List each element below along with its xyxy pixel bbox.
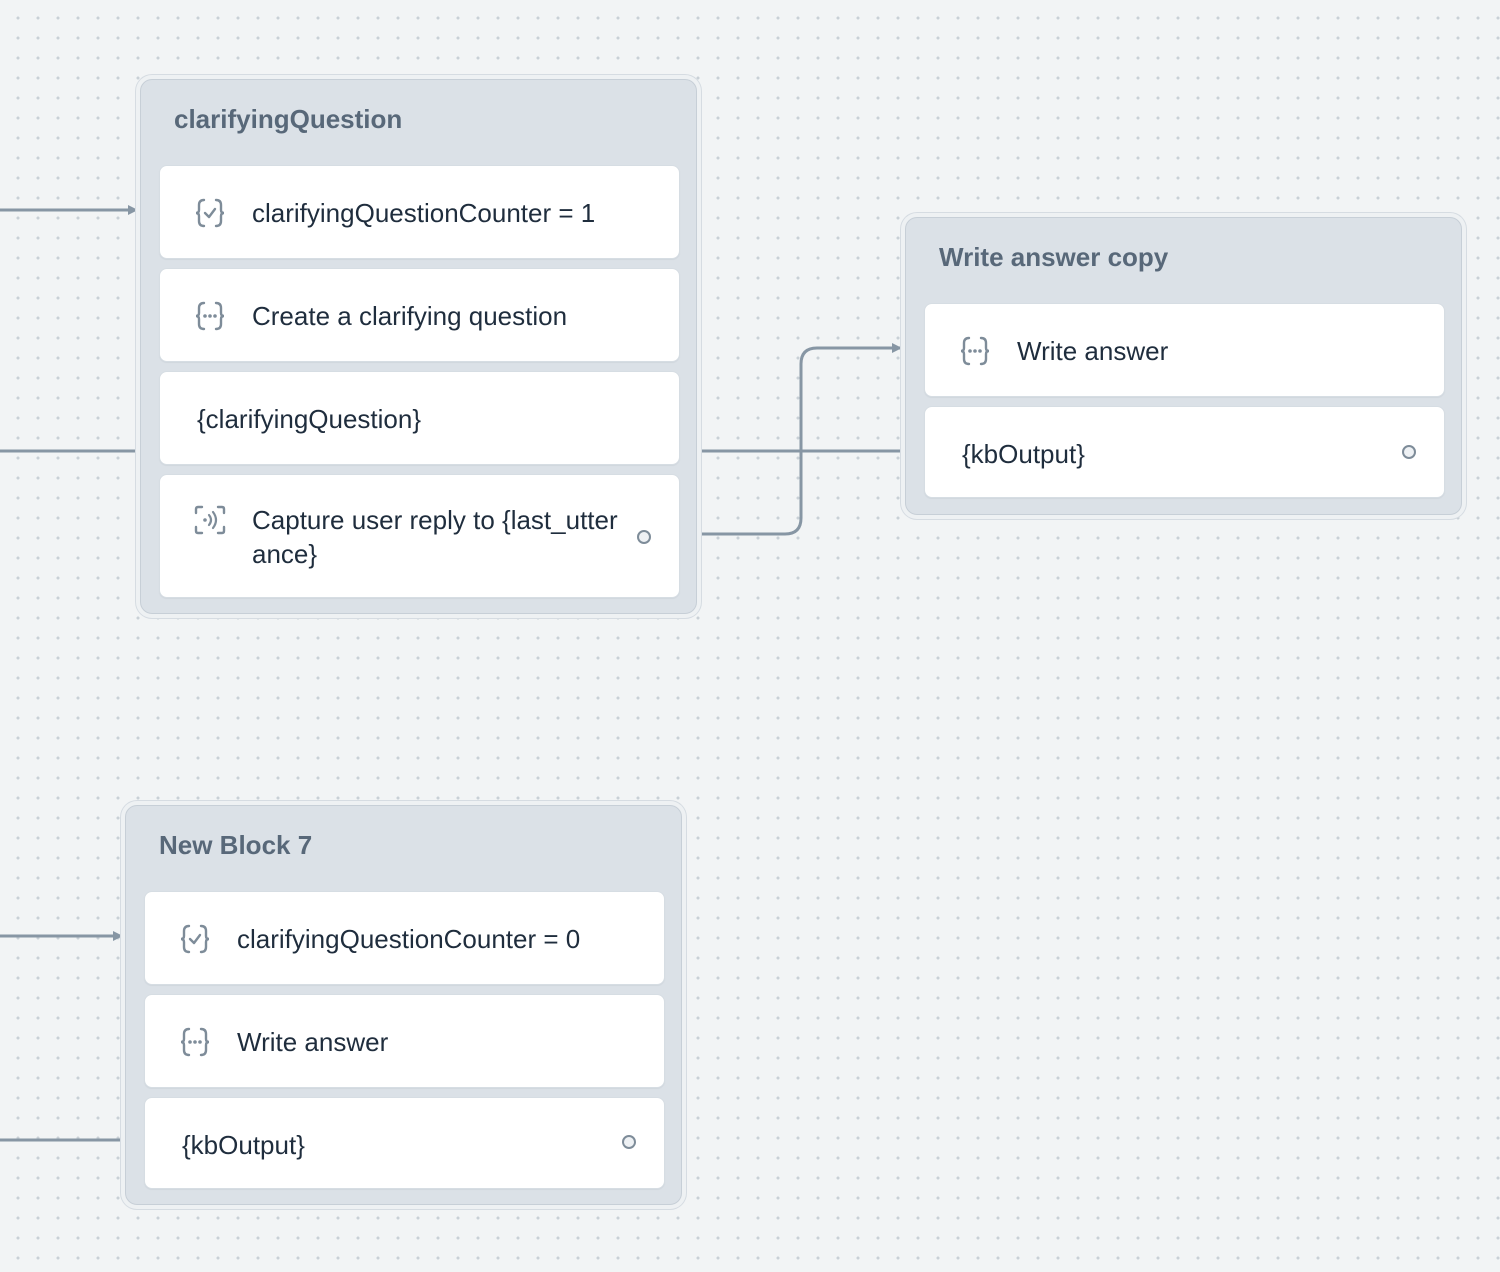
block-title[interactable]: Write answer copy xyxy=(939,242,1169,272)
text-response-step[interactable]: {clarifyingQuestion} xyxy=(159,371,680,465)
step-label: Write answer xyxy=(1017,336,1169,366)
step-label: {kbOutput} xyxy=(182,1130,305,1160)
output-port[interactable] xyxy=(622,1135,636,1149)
step-label: {clarifyingQuestion} xyxy=(197,404,422,434)
step-label: {kbOutput} xyxy=(962,439,1085,469)
step-label: Create a clarifying question xyxy=(252,301,568,331)
ai-set-step[interactable]: Write answer xyxy=(924,303,1445,397)
set-variable-icon xyxy=(180,924,210,954)
block-title[interactable]: clarifyingQuestion xyxy=(174,104,403,134)
block-write-answer-copy[interactable]: Write answer copy Write answer {kbOutput… xyxy=(905,217,1462,515)
block-new-block-7[interactable]: New Block 7 clarifyingQuestionCounter = … xyxy=(125,805,682,1205)
output-port[interactable] xyxy=(1402,445,1416,459)
text-response-step[interactable]: {kbOutput} xyxy=(924,406,1445,498)
set-counter-step[interactable]: clarifyingQuestionCounter = 1 xyxy=(159,165,680,259)
set-variable-icon xyxy=(195,198,225,228)
step-label: Capture user reply to {last_utterance} xyxy=(252,505,618,569)
text-response-step[interactable]: {kbOutput} xyxy=(144,1097,665,1189)
set-counter-step[interactable]: clarifyingQuestionCounter = 0 xyxy=(144,891,665,985)
ai-set-icon xyxy=(180,1027,210,1057)
block-clarifying-question[interactable]: clarifyingQuestion clarifyingQuestionCou… xyxy=(140,79,697,614)
ai-set-step[interactable]: Create a clarifying question xyxy=(159,268,680,362)
capture-step[interactable]: Capture user reply to {last_utterance} xyxy=(159,474,680,598)
block-title[interactable]: New Block 7 xyxy=(159,830,313,860)
step-label: clarifyingQuestionCounter = 1 xyxy=(252,198,596,228)
ai-set-step[interactable]: Write answer xyxy=(144,994,665,1088)
ai-set-icon xyxy=(195,301,225,331)
capture-icon xyxy=(194,505,226,535)
step-label: clarifyingQuestionCounter = 0 xyxy=(237,924,581,954)
connector-capture-to-write-answer-copy[interactable] xyxy=(680,343,902,536)
output-port[interactable] xyxy=(637,530,651,544)
step-label: Write answer xyxy=(237,1027,389,1057)
ai-set-icon xyxy=(960,336,990,366)
